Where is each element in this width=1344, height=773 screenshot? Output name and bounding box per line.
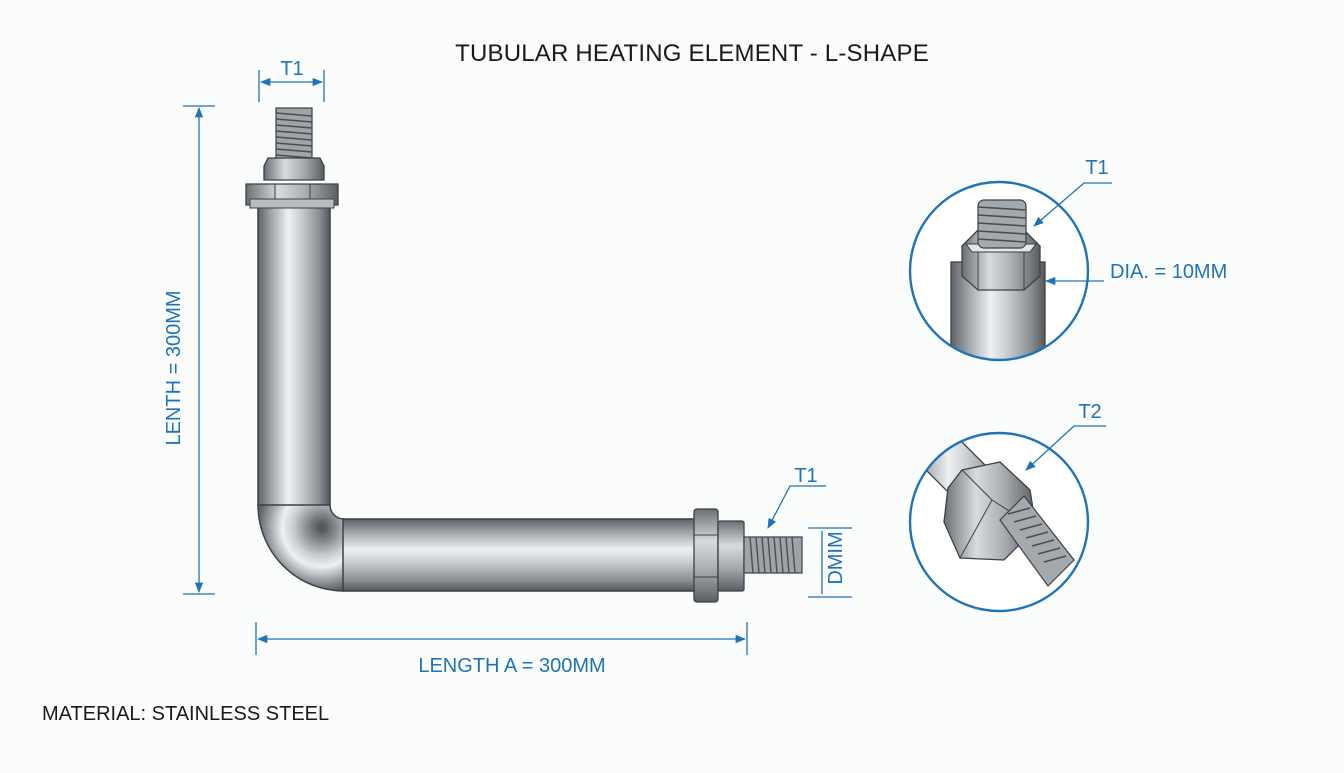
detail-view-upper	[908, 180, 1112, 362]
detail-circle-upper	[908, 180, 1090, 362]
top-terminal-label: T1	[280, 58, 303, 80]
detail-diameter-label: DIA. = 10MM	[1110, 261, 1227, 283]
right-terminal	[693, 508, 803, 603]
dimension-annotations	[183, 70, 852, 655]
horizontal-tube-section	[342, 518, 700, 592]
heating-element-tube	[257, 203, 700, 592]
top-hex-nut-small	[263, 157, 325, 181]
detail-thread-lower	[999, 495, 1075, 587]
vertical-length-label: LENTH = 300MM	[163, 290, 185, 445]
right-hex-nut	[693, 508, 719, 603]
right-hex-nut-small	[717, 520, 745, 592]
drawing-title: TUBULAR HEATING ELEMENT - L-SHAPE	[455, 40, 929, 67]
detail-view-lower	[908, 425, 1106, 613]
right-terminal-leader	[767, 485, 826, 529]
right-terminal-label: T1	[794, 465, 817, 487]
horizontal-length-label: LENGTH A = 300MM	[418, 655, 605, 677]
detail-lower-label: T2	[1078, 401, 1101, 423]
vertical-tube-section	[257, 203, 331, 507]
detail-circle-lower	[908, 431, 1090, 613]
thread-dimension-label: DMIM	[825, 531, 847, 584]
material-note: MATERIAL: STAINLESS STEEL	[42, 703, 330, 725]
top-terminal	[245, 107, 339, 209]
detail-upper-label: T1	[1085, 157, 1108, 179]
tube-bend	[257, 504, 345, 592]
